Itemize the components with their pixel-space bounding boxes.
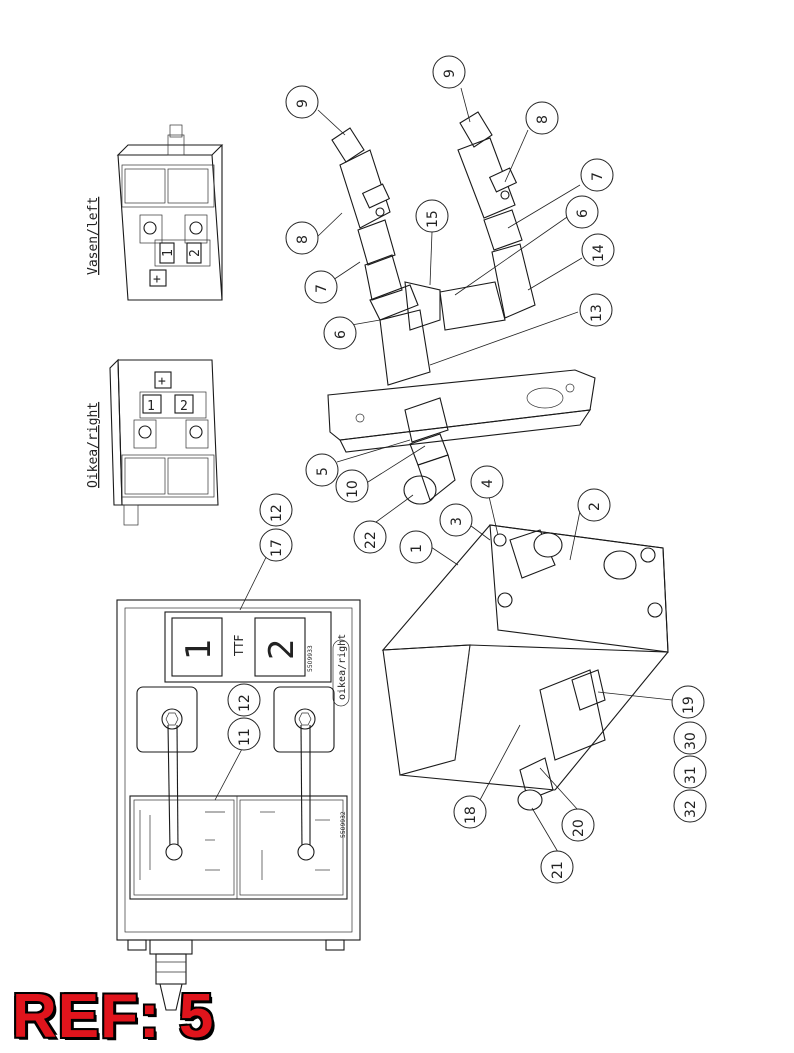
callout-number: 2 <box>587 502 603 511</box>
callout-number: 21 <box>550 861 566 879</box>
callout-number: 9 <box>295 99 311 108</box>
plate-code: 5509933 <box>307 645 314 672</box>
callout-1: 1 <box>399 530 433 564</box>
callout-30: 30 <box>673 721 707 755</box>
callout-number: 13 <box>589 304 605 322</box>
callout-7b: 7 <box>304 270 338 304</box>
callout-22: 22 <box>353 520 387 554</box>
panel-pos2-small-left: 2 <box>188 249 203 257</box>
callout-number: 5 <box>315 467 331 476</box>
front-panel-view: 1 2 TTF 5509933 oikea/right <box>116 599 361 1011</box>
callout-number: 1 <box>409 544 425 553</box>
panel-side-label: oikea/right <box>337 634 348 700</box>
callout-21: 21 <box>540 850 574 884</box>
callout-number: 7 <box>314 284 330 293</box>
callout-number: 8 <box>295 235 311 244</box>
callout-number: 3 <box>449 517 465 526</box>
callout-number: 12 <box>237 694 253 712</box>
callout-19: 19 <box>671 685 705 719</box>
callout-number: 15 <box>425 210 441 228</box>
callout-number: 9 <box>442 69 458 78</box>
sticker-code: 5509932 <box>340 811 347 838</box>
callout-number: 18 <box>463 806 479 824</box>
callout-32: 32 <box>673 789 707 823</box>
callout-number: 19 <box>681 696 697 714</box>
plus-sign-right: + <box>158 374 166 389</box>
callout-number: 12 <box>269 504 285 522</box>
view-label-right: Oikea/right <box>86 402 101 488</box>
panel-ttf: TTF <box>232 635 246 657</box>
callout-number: 4 <box>480 479 496 488</box>
enclosure-box <box>381 524 669 811</box>
callout-11: 11 <box>227 717 261 751</box>
callouts: 9 9 8 8 7 7 15 6 6 14 13 5 10 22 1 3 4 2… <box>227 55 707 884</box>
view-left-small: 1 2 + <box>116 124 224 301</box>
callout-number: 6 <box>575 209 591 218</box>
panel-pos1-small-left: 1 <box>161 249 176 257</box>
callout-9b: 9 <box>432 55 466 89</box>
callout-10: 10 <box>335 469 369 503</box>
callout-number: 6 <box>333 330 349 339</box>
callout-7a: 7 <box>580 158 614 192</box>
ref-badge: REF: 5 <box>12 982 215 1051</box>
callout-number: 32 <box>683 800 699 818</box>
view-label-left: Vasen/left <box>86 197 101 275</box>
callout-2: 2 <box>577 488 611 522</box>
callout-8a: 8 <box>525 101 559 135</box>
callout-number: 10 <box>345 480 361 498</box>
callout-6b: 6 <box>323 316 357 350</box>
callout-17: 17 <box>259 528 293 562</box>
callout-15: 15 <box>415 199 449 233</box>
callout-number: 17 <box>269 539 285 557</box>
callout-number: 22 <box>363 531 379 549</box>
callout-14: 14 <box>581 233 615 267</box>
callout-number: 30 <box>683 732 699 750</box>
callout-13: 13 <box>579 293 613 327</box>
callout-9a: 9 <box>285 85 319 119</box>
callout-12b: 12 <box>227 683 261 717</box>
callout-4: 4 <box>470 465 504 499</box>
callout-number: 11 <box>237 728 253 746</box>
callout-number: 31 <box>683 766 699 784</box>
callout-8b: 8 <box>285 221 319 255</box>
callout-number: 7 <box>590 172 606 181</box>
leader-lines <box>214 87 673 853</box>
view-right-small: + 1 2 <box>109 358 219 526</box>
callout-number: 20 <box>571 819 587 837</box>
callout-number: 8 <box>535 115 551 124</box>
plus-sign-left: + <box>153 272 161 287</box>
panel-pos1-small-right: 1 <box>147 399 155 414</box>
panel-pos2-small-right: 2 <box>180 399 188 414</box>
callout-18: 18 <box>453 795 487 829</box>
callout-20: 20 <box>561 808 595 842</box>
valve-assembly <box>327 111 596 505</box>
callout-6a: 6 <box>565 195 599 229</box>
callout-31: 31 <box>673 755 707 789</box>
callout-3: 3 <box>439 503 473 537</box>
callout-5: 5 <box>305 453 339 487</box>
callout-12a: 12 <box>259 493 293 527</box>
panel-pos1: 1 <box>179 638 219 660</box>
callout-number: 14 <box>591 244 607 262</box>
panel-pos2: 2 <box>262 638 302 660</box>
